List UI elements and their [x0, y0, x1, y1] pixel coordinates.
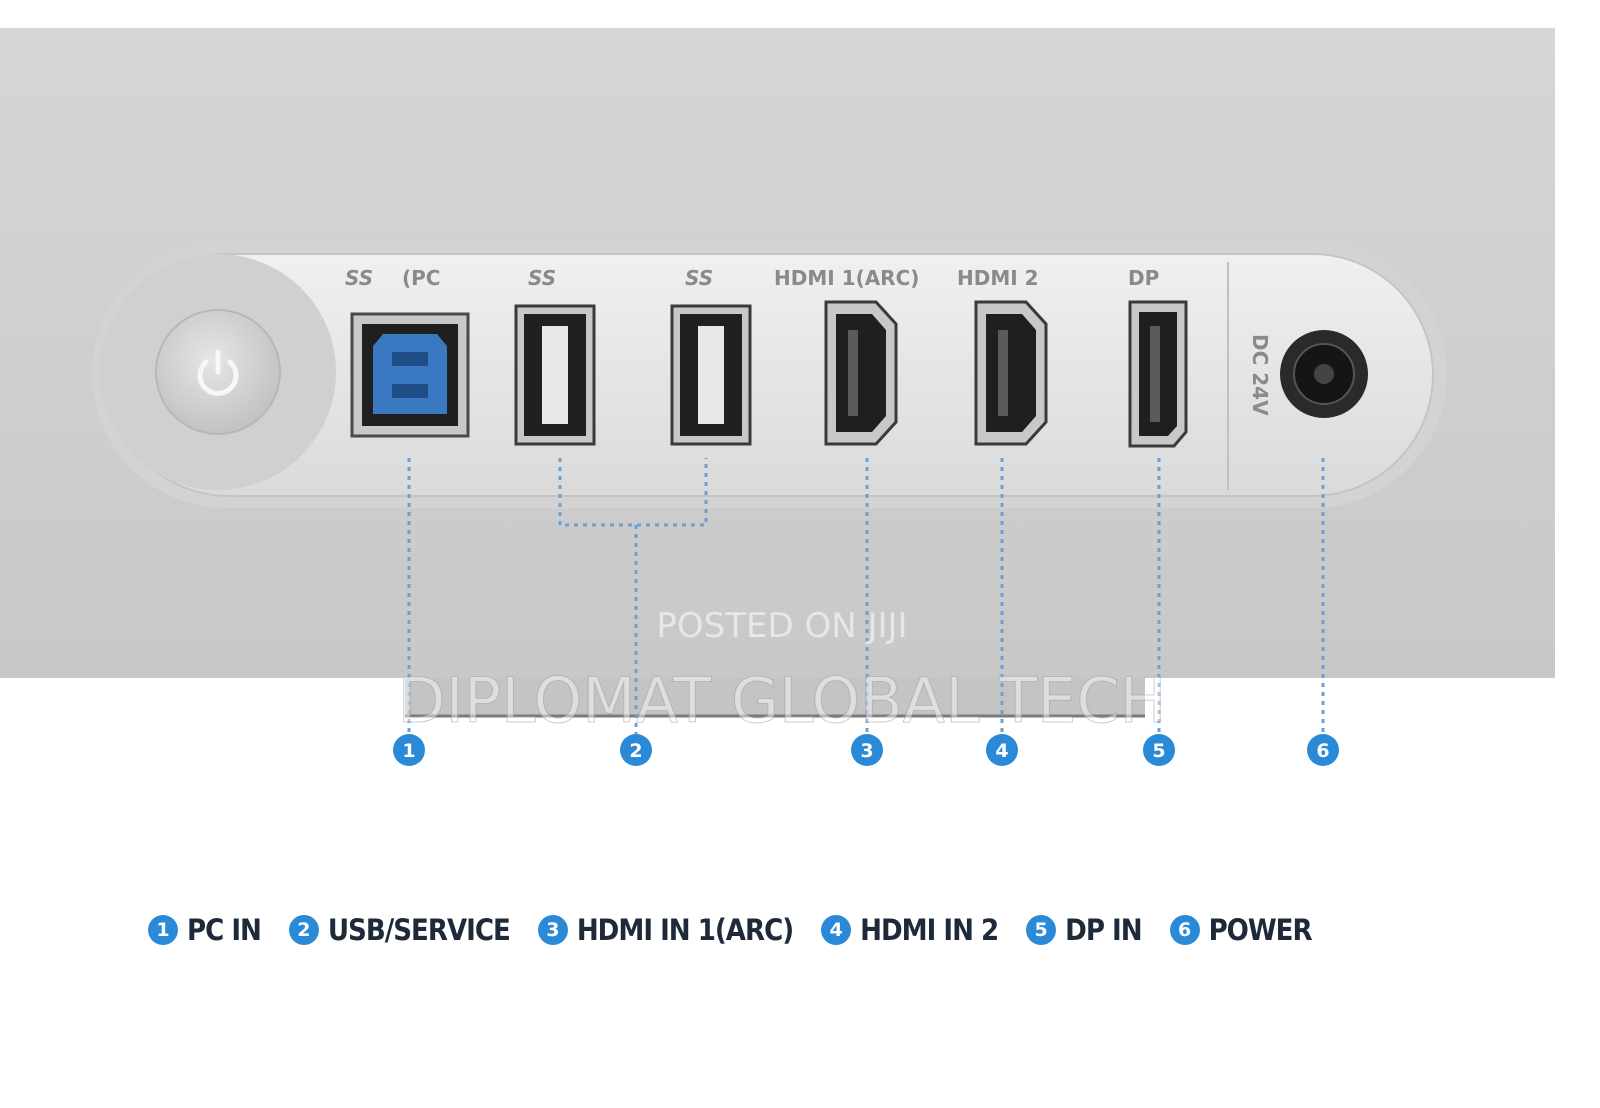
- legend-label: HDMI IN 1(ARC): [576, 913, 794, 947]
- watermark-posted: POSTED ON JIJI: [656, 606, 907, 646]
- svg-text:6: 6: [1316, 740, 1329, 762]
- svg-text:4: 4: [995, 740, 1008, 762]
- legend-number-badge: 2: [288, 915, 319, 945]
- svg-text:3: 3: [860, 740, 873, 762]
- usb-a-port: [514, 304, 596, 446]
- callout-2: 2: [620, 734, 652, 766]
- usb3-logo: SS: [345, 266, 373, 290]
- legend-label: POWER: [1208, 913, 1313, 947]
- hdmi-port: [824, 300, 898, 446]
- svg-text:1: 1: [402, 740, 415, 762]
- legend-number-badge: 3: [537, 915, 568, 945]
- callout-3: 3: [851, 734, 883, 766]
- usb-b-label: (PC: [402, 266, 440, 290]
- legend-item: 5 DP IN: [1026, 913, 1143, 947]
- stand-neck: [405, 678, 1145, 716]
- legend-label: PC IN: [187, 913, 262, 947]
- svg-text:5: 5: [1152, 740, 1165, 762]
- usb3-logo: SS: [528, 266, 556, 290]
- hdmi-port: [974, 300, 1048, 446]
- svg-text:2: 2: [629, 740, 642, 762]
- legend-number-badge: 5: [1026, 915, 1057, 945]
- legend-number-badge: 4: [821, 915, 852, 945]
- legend-number-badge: 6: [1169, 915, 1200, 945]
- callout-4: 4: [986, 734, 1018, 766]
- power-button[interactable]: [100, 254, 336, 490]
- usb-b-port: [350, 312, 470, 438]
- hdmi1-label: HDMI 1(ARC): [774, 266, 919, 290]
- legend-item: 3 HDMI IN 1(ARC): [537, 913, 794, 947]
- hdmi2-label: HDMI 2: [957, 266, 1039, 290]
- dc-power-jack: [1280, 330, 1368, 418]
- legend-label: HDMI IN 2: [860, 913, 999, 947]
- dc-label: DC 24V: [1248, 334, 1272, 416]
- dp-label: DP: [1128, 266, 1159, 290]
- callout-5: 5: [1143, 734, 1175, 766]
- callout-6: 6: [1307, 734, 1339, 766]
- legend-item: 1 PC IN: [148, 913, 262, 947]
- displayport-port: [1128, 300, 1188, 448]
- usb3-logo: SS: [685, 266, 713, 290]
- legend-item: 4 HDMI IN 2: [821, 913, 999, 947]
- legend-number-badge: 1: [148, 915, 178, 945]
- power-icon: [197, 349, 239, 396]
- legend-item: 6 POWER: [1169, 913, 1313, 947]
- watermark-company: DIPLOMAT GLOBAL TECH: [398, 664, 1167, 737]
- usb-a-port: [670, 304, 752, 446]
- legend-item: 2 USB/SERVICE: [288, 913, 511, 947]
- callout-1: 1: [393, 734, 425, 766]
- legend-label: DP IN: [1065, 913, 1142, 947]
- port-legend: 1 PC IN 2 USB/SERVICE 3 HDMI IN 1(ARC) 4…: [148, 905, 1340, 955]
- leader-lines: [407, 458, 1325, 734]
- legend-label: USB/SERVICE: [327, 913, 511, 947]
